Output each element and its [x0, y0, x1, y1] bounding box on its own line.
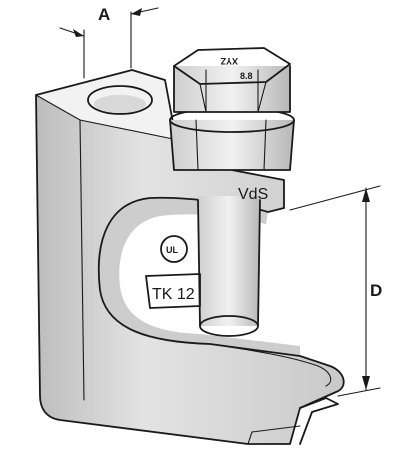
- bolt-head-text: XYZ: [220, 56, 238, 66]
- ul-logo: UL: [160, 235, 188, 263]
- bolt-grade-mark: 8.8: [240, 71, 253, 81]
- clamp-top-hole: [87, 85, 153, 115]
- tk-plate: TK 12: [145, 273, 201, 309]
- tk-mark: TK 12: [152, 286, 195, 303]
- dimension-a-label: A: [98, 5, 110, 24]
- vds-mark: VdS: [238, 186, 268, 203]
- dimension-d-label: D: [370, 281, 382, 300]
- dimension-d: [289, 185, 381, 397]
- ul-mark: UL: [166, 245, 178, 255]
- dimension-a: [59, 7, 159, 79]
